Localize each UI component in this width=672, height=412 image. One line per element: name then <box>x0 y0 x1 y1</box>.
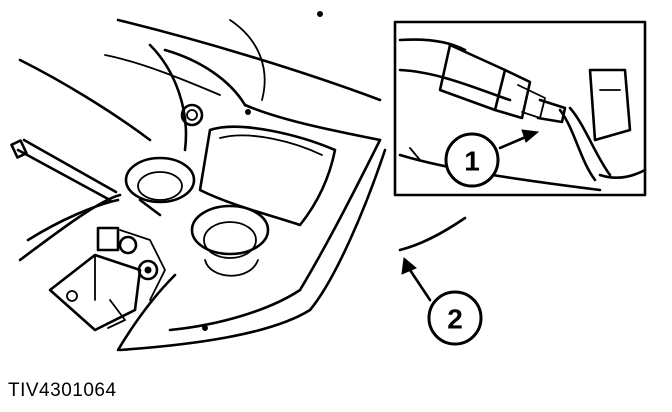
figure-code: TIV4301064 <box>8 380 117 401</box>
callout-2: 2 <box>427 290 483 346</box>
callout-1-label: 1 <box>464 146 480 177</box>
inset-detail <box>393 20 647 197</box>
callout-leaders <box>398 129 540 302</box>
shift-mechanism <box>48 198 166 332</box>
shift-lever <box>10 138 122 262</box>
console-body <box>18 11 387 352</box>
callout-2-label: 2 <box>447 304 463 335</box>
callout-1: 1 <box>444 132 500 188</box>
